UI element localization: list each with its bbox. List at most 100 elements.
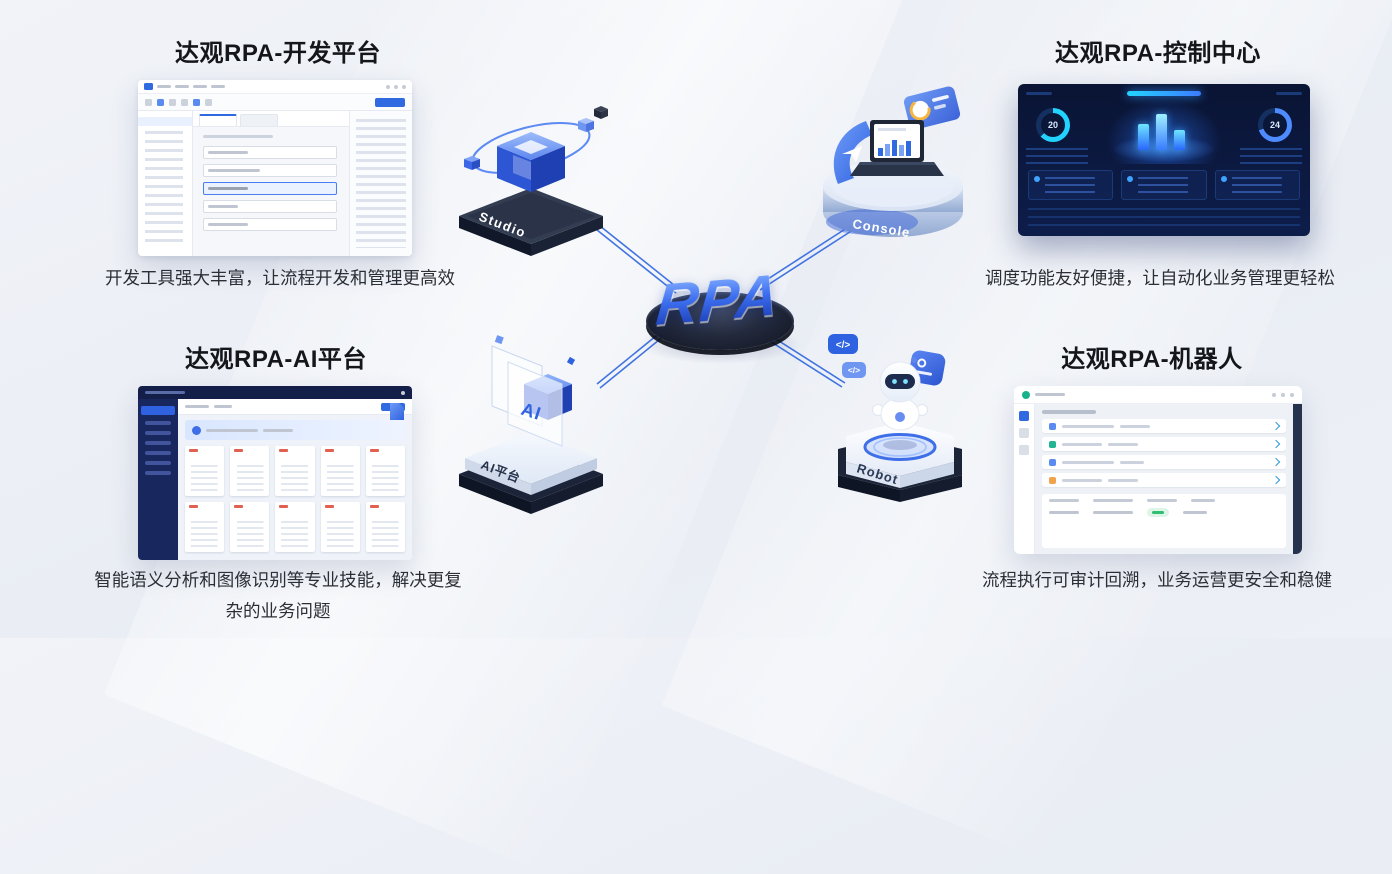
control-center-caption: 调度功能友好便捷，让自动化业务管理更轻松 [985,268,1335,288]
dev-platform-title: 达观RPA-开发平台 [175,40,381,67]
right-dark-rail [1293,404,1302,554]
dashboard-title-skeleton [1127,91,1201,96]
editor-tab [240,114,278,126]
window-maximize-icon [1281,392,1285,397]
cell-skeleton [1093,511,1133,514]
nav-item [145,441,171,445]
robot-title: 达观RPA-机器人 [1061,346,1243,373]
banner-icon [192,425,201,435]
badge-bar [1152,511,1164,514]
cell-skeleton [1049,511,1079,514]
toolbar-icon [145,98,152,106]
robot-visor [885,374,915,389]
flow-step [203,164,337,177]
column-skeleton [1147,499,1177,502]
chevron-right-icon [1271,457,1281,467]
toolbar-icon [169,98,176,106]
nav-item [145,431,171,435]
code-glyph: </> [848,365,860,375]
editor-area [193,111,349,256]
flow-step [203,200,337,213]
text-skeleton [1062,478,1102,482]
window-maximize-icon [394,84,398,89]
chart-bar [1138,124,1149,150]
control-center-screenshot: 20 24 [1018,84,1310,236]
document-card [365,446,405,496]
nav-item-active [141,406,175,415]
menu-skeleton [211,85,225,88]
text-skeleton [1120,424,1150,428]
orbit-satellite-cube [578,118,594,132]
document-card [275,446,315,496]
text-skeleton [208,205,238,208]
chart-bar [1174,130,1185,150]
table-row [1049,508,1279,517]
breadcrumb-skeleton [203,135,273,138]
text-skeleton [208,187,248,190]
ai-3d-node: AI AI平台 [459,335,603,514]
toolbar-icon [205,98,212,106]
task-row [1042,419,1286,433]
text-skeleton [214,405,232,408]
task-icon [1049,440,1056,448]
nav-sidebar [138,399,178,560]
task-row [1042,473,1286,487]
text-skeleton [208,151,248,154]
task-icon [1049,422,1056,430]
gauge-left-value: 20 [1041,113,1065,137]
window-close-icon [402,84,406,89]
column-skeleton [1093,499,1133,502]
title-skeleton [145,391,185,394]
text-skeleton [208,169,260,172]
run-history-table [1042,494,1286,548]
robot-status-cards [1028,170,1300,200]
document-card [320,502,360,552]
content-toolbar [178,399,412,415]
floating-cube-icon [494,335,504,345]
studio-3d-node: Studio [459,106,608,256]
flow-step-selected [203,182,337,195]
document-card [365,502,405,552]
flow-canvas [193,127,349,256]
app-logo-icon [144,83,153,90]
gauge-right: 24 [1258,108,1292,142]
stats-lines-left [1026,148,1088,164]
ai-app-screenshot [138,386,412,560]
text-skeleton [1108,442,1138,446]
app-body [138,111,412,256]
text-skeleton [1062,442,1102,446]
title-skeleton [1035,393,1065,396]
orbit-satellite-cube [464,156,480,170]
text-skeleton [263,428,293,432]
stats-lines-right [1240,148,1302,164]
document-card [230,502,270,552]
task-row [1042,437,1286,451]
robot-antenna-dot [911,357,917,363]
document-card [185,446,225,496]
gauge-right-value: 24 [1263,113,1287,137]
column-skeleton [1049,499,1079,502]
rail-item-active [1019,411,1029,421]
rpa-hub: RPA [638,232,802,364]
ai-platform-title: 达观RPA-AI平台 [185,346,367,373]
rail-item [1019,428,1029,438]
control-center-title: 达观RPA-控制中心 [1055,40,1261,67]
nav-item [145,451,171,455]
dev-platform-caption: 开发工具强大丰富，让流程开发和管理更高效 [105,268,455,288]
app-body [1014,404,1302,554]
text-skeleton [206,428,258,432]
flow-step [203,146,337,159]
console-3d-node: Console [823,86,963,240]
ai-platform-caption: 智能语义分析和图像识别等专业技能，解决更复杂的业务问题 [94,570,462,621]
robot-eye [892,379,897,384]
text-skeleton [1062,460,1114,464]
chevron-right-icon [1271,421,1281,431]
task-icon [1049,476,1056,484]
status-card [1121,170,1207,200]
editor-tabs [193,111,349,127]
code-glyph: </> [836,340,851,351]
cell-skeleton [1183,511,1207,514]
nav-rail [1014,404,1035,554]
orbit-satellite-cube-dark [594,106,608,119]
document-card [275,502,315,552]
